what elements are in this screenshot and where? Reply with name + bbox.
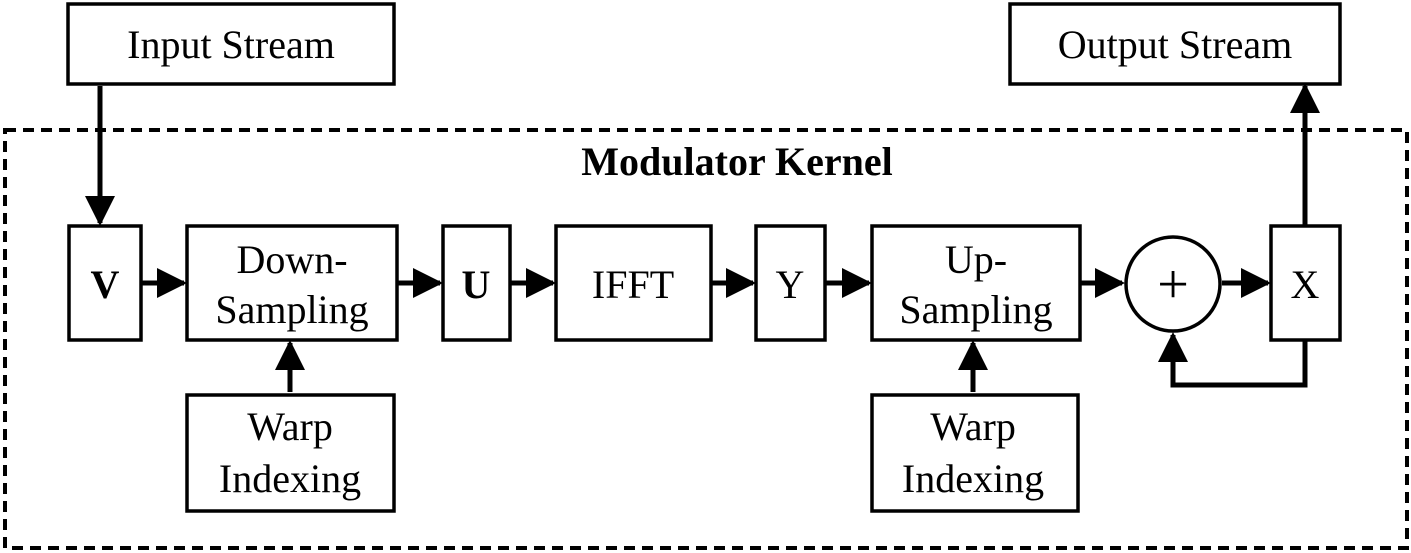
downsampling-block — [185, 224, 399, 342]
downsampling-label-line2: Sampling — [215, 287, 368, 332]
input-stream-label: Input Stream — [127, 22, 335, 67]
upsampling-label-line1: Up- — [945, 237, 1007, 282]
kernel-title: Modulator Kernel — [581, 139, 892, 184]
u-label: U — [462, 262, 491, 307]
feedback-x-to-adder — [1158, 332, 1308, 388]
output-stream-box — [1008, 2, 1342, 86]
x-label: X — [1291, 262, 1320, 307]
output-stream-label: Output Stream — [1058, 22, 1292, 67]
u-block — [441, 224, 512, 342]
kernel-boundary — [3, 128, 1409, 550]
warp-indexing-right-line1: Warp — [930, 404, 1016, 449]
y-block — [754, 224, 827, 342]
ifft-label: IFFT — [592, 262, 674, 307]
ifft-block — [554, 224, 713, 342]
warp-indexing-right-line2: Indexing — [902, 456, 1044, 501]
warp-indexing-left-line2: Indexing — [219, 456, 361, 501]
v-block — [67, 224, 143, 342]
v-label: V — [91, 262, 120, 307]
upsampling-block — [870, 224, 1082, 342]
input-stream-box — [66, 2, 396, 86]
warp-indexing-left-line1: Warp — [247, 404, 333, 449]
y-label: Y — [776, 262, 805, 307]
warp-indexing-right-block — [870, 393, 1080, 513]
adder-circle — [1124, 235, 1222, 333]
adder-plus-symbol: + — [1157, 254, 1189, 316]
x-block — [1269, 224, 1342, 342]
downsampling-label-line1: Down- — [236, 237, 347, 282]
upsampling-label-line2: Sampling — [899, 287, 1052, 332]
warp-indexing-left-block — [185, 393, 396, 513]
